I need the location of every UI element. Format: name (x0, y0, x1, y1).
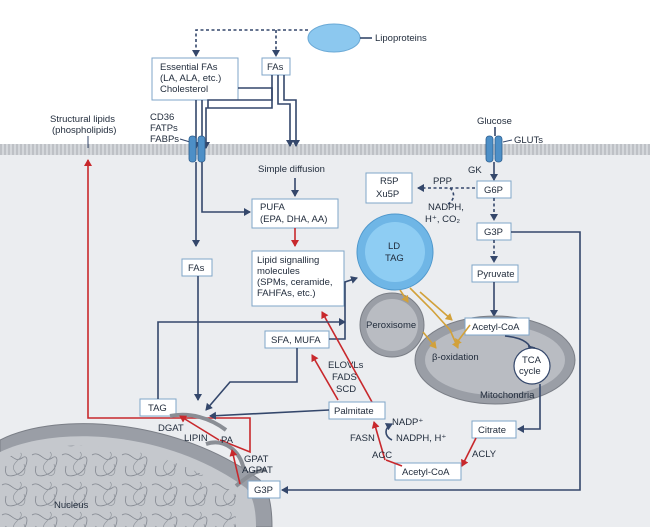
citrate-label: Citrate (478, 425, 506, 436)
ppp-label: PPP (433, 176, 452, 187)
g3p-bottom-label: G3P (254, 485, 273, 496)
acetyl-coa-mito-box (464, 317, 530, 336)
citrate-box (471, 420, 517, 439)
nucleus (0, 423, 273, 527)
beta-oxidation-label: β-oxidation (432, 352, 479, 363)
tca-cycle (513, 347, 551, 385)
pufa-box (251, 198, 339, 229)
peroxisome-label: Peroxisome (366, 320, 416, 331)
lipid-signalling-label: Lipid signalling (257, 255, 319, 266)
acc-label: ACC (372, 450, 392, 461)
tca-label: TCA (522, 355, 542, 366)
g6p-label: G6P (484, 185, 503, 196)
fas-mid-box (181, 258, 213, 277)
sfa-mufa-label: SFA, MUFA (271, 335, 321, 346)
fads-label: FADS (332, 372, 357, 383)
acetyl-coa-mito-label: Acetyl-CoA (472, 322, 520, 333)
palmitate-label: Palmitate (334, 406, 374, 417)
nadph-label: NADPH, (428, 202, 464, 213)
scd-label: SCD (336, 384, 356, 395)
nadph-h-label: NADPH, H⁺ (396, 433, 446, 444)
agpat-label: AGPAT (242, 465, 273, 476)
essential-fas-label: Essential FAs (160, 62, 218, 73)
ld-label: LD (388, 241, 400, 252)
fas-top-label: FAs (267, 62, 284, 73)
essential-fas-examples: (LA, ALA, etc.) (160, 73, 221, 84)
molecules-label: molecules (257, 266, 300, 277)
pufa-examples: (EPA, DHA, AA) (260, 214, 327, 225)
tag-ld-label: TAG (385, 253, 404, 264)
r5p-label: R5P (380, 176, 398, 187)
er-membranes (169, 412, 267, 488)
lipin-label: LIPIN (184, 433, 208, 444)
gpat-label: GPAT (244, 454, 269, 465)
essential-fas-box (151, 57, 239, 101)
fas-top-box (261, 57, 291, 76)
fa-transporter (188, 135, 206, 163)
plasma-membrane (0, 144, 650, 155)
tag-left-label: TAG (148, 403, 167, 414)
dgat-label: DGAT (158, 423, 184, 434)
g3p-right-label: G3P (484, 227, 503, 238)
lipoprotein-particle (307, 23, 361, 53)
gluts-label: GLUTs (514, 135, 543, 146)
simple-diffusion-label: Simple diffusion (258, 164, 325, 175)
nadp-label: NADP⁺ (392, 417, 423, 428)
fahfas-label: FAHFAs, etc.) (257, 288, 316, 299)
xu5p-label: Xu5P (376, 189, 399, 200)
acly-label: ACLY (472, 449, 497, 460)
fas-mid-label: FAs (188, 263, 205, 274)
cd36-label: CD36 (150, 112, 174, 123)
glut-transporter (485, 135, 503, 163)
phospholipids-label: (phospholipids) (52, 125, 116, 136)
mitochondria-label: Mitochondria (480, 390, 535, 401)
structural-lipids-label: Structural lipids (50, 114, 115, 125)
pufa-label: PUFA (260, 202, 285, 213)
r5p-xu5p-box (365, 172, 413, 204)
fatps-label: FATPs (150, 123, 178, 134)
lipoproteins-label: Lipoproteins (375, 33, 427, 44)
elovls-label: ELOVLs (328, 360, 364, 371)
acetyl-coa-bottom-box (394, 462, 462, 481)
glucose-label: Glucose (477, 116, 512, 127)
acetyl-coa-bottom-label: Acetyl-CoA (402, 467, 450, 478)
lipid-signalling-box (251, 250, 345, 307)
cholesterol-label: Cholesterol (160, 84, 208, 95)
spms-label: (SPMs, ceramide, (257, 277, 333, 288)
pyruvate-box (471, 264, 519, 283)
g3p-bottom-box (247, 480, 281, 499)
cycle-label: cycle (519, 366, 541, 377)
pa-label: PA (221, 435, 234, 446)
fabps-label: FABPs (150, 134, 179, 145)
nucleus-label: Nucleus (54, 500, 89, 511)
fasn-label: FASN (350, 433, 375, 444)
pyruvate-label: Pyruvate (477, 269, 515, 280)
gk-label: GK (468, 165, 482, 176)
nadph-h-co2-label: H⁺, CO₂ (425, 214, 460, 225)
